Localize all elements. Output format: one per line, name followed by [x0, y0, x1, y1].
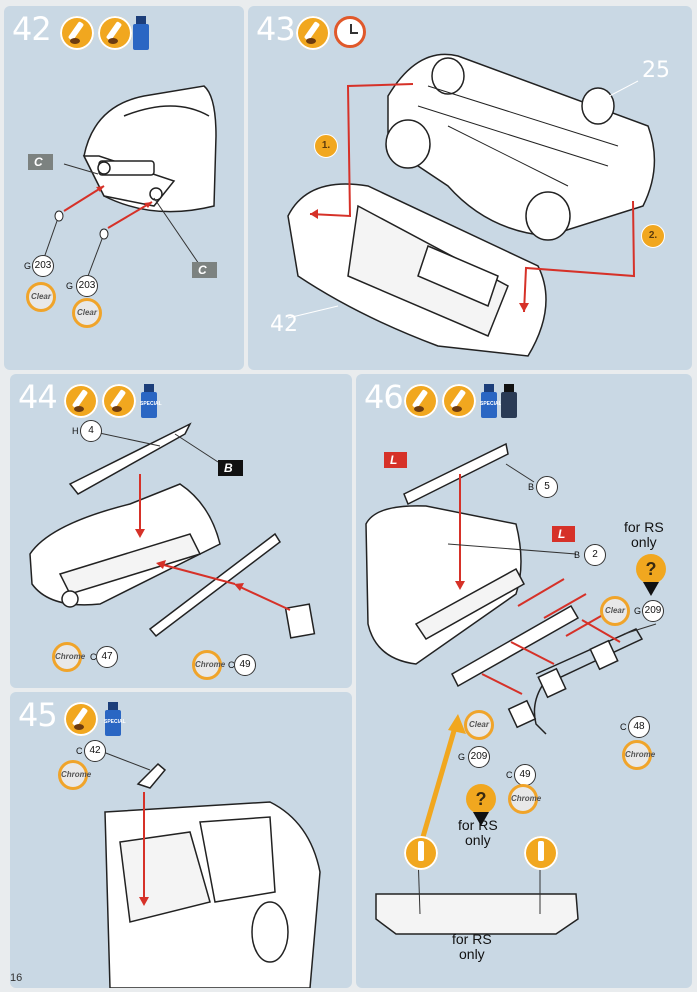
brush-paint-icon [296, 16, 330, 50]
chrome-paint-badge: Chrome [52, 642, 85, 672]
part-prefix: B [574, 550, 581, 560]
decal-flag-c: C [192, 262, 217, 278]
step-43-panel: 43 1. 2. 25 42 [248, 6, 692, 370]
paint-bottle-icon: SPECIAL [480, 384, 502, 418]
brush-paint-icon [64, 702, 98, 736]
callout-step-1: 1. [314, 134, 338, 158]
clear-paint-badge: Clear [600, 596, 630, 626]
paint-bottle-icon: SPECIAL [104, 702, 126, 736]
brush-paint-icon [60, 16, 94, 50]
step-number: 44 [18, 378, 58, 416]
part-prefix: C [76, 746, 83, 756]
decal-flag-l: L [384, 452, 408, 468]
drill-icon [524, 836, 558, 870]
brush-paint-icon [442, 384, 476, 418]
drill-icon [404, 836, 438, 870]
step-42-panel: 42 C C G 203 Clear G 203 Clear [4, 6, 244, 370]
part-prefix: C [620, 722, 627, 732]
question-icon: ? [466, 784, 496, 826]
part-prefix: B [528, 482, 535, 492]
step-44-panel: 44 SPECIAL H 4 B Chrome C 47 Chrome C 49 [10, 374, 352, 688]
callout-step-2: 2. [641, 224, 665, 248]
part-number: 209 [642, 600, 664, 622]
brush-paint-icon [98, 16, 132, 50]
chassis-and-body-drawing [287, 53, 656, 357]
chrome-paint-badge: Chrome [192, 650, 225, 680]
step-45-panel: 45 SPECIAL C 42 Chrome [10, 692, 352, 988]
clear-paint-badge: Clear [72, 298, 102, 328]
part-prefix: G [24, 261, 32, 271]
part-prefix: C [506, 770, 513, 780]
paint-bottle-icon [500, 384, 518, 418]
step-number: 45 [18, 696, 58, 734]
side-mirror-drawing [97, 749, 321, 988]
part-prefix: G [458, 752, 466, 762]
part-prefix: G [66, 281, 74, 291]
step-46-panel: 46 SPECIAL L L B 5 B [356, 374, 692, 988]
chrome-paint-badge: Chrome [508, 784, 541, 814]
part-prefix: H [72, 426, 79, 436]
clock-icon [334, 16, 366, 48]
question-icon: ? [636, 554, 666, 596]
part-number: 2 [584, 544, 606, 566]
front-grille-drawing [43, 85, 217, 277]
decal-flag-b: B [218, 460, 243, 476]
decal-flag-l: L [552, 526, 576, 542]
step-number: 42 [12, 10, 52, 48]
part-prefix: C [228, 660, 235, 670]
part-label-42: 42 [270, 312, 298, 337]
clear-paint-badge: Clear [26, 282, 56, 312]
paint-bottle-icon: SPECIAL [140, 384, 162, 418]
rear-lights-drawing [365, 442, 657, 935]
rear-bumper-drawing [29, 422, 316, 639]
part-number: 48 [628, 716, 650, 738]
part-prefix: C [90, 652, 97, 662]
part-number: 4 [80, 420, 102, 442]
brush-paint-icon [64, 384, 98, 418]
chrome-paint-badge: Chrome [58, 760, 91, 790]
part-prefix: G [634, 606, 642, 616]
clear-paint-badge: Clear [464, 710, 494, 740]
decal-flag-c: C [28, 154, 53, 170]
part-number: 5 [536, 476, 558, 498]
page-number: 16 [10, 972, 23, 984]
brush-paint-icon [404, 384, 438, 418]
part-number: 42 [84, 740, 106, 762]
step-number: 46 [364, 378, 404, 416]
part-label-25: 25 [642, 58, 670, 83]
part-number: 209 [468, 746, 490, 768]
part-number: 49 [514, 764, 536, 786]
chrome-paint-badge: Chrome [622, 740, 655, 770]
part-number: 203 [32, 255, 54, 277]
part-number: 203 [76, 275, 98, 297]
paint-bottle-icon [132, 16, 150, 50]
part-number: 49 [234, 654, 256, 676]
part-number: 47 [96, 646, 118, 668]
step-number: 43 [256, 10, 296, 48]
brush-paint-icon [102, 384, 136, 418]
